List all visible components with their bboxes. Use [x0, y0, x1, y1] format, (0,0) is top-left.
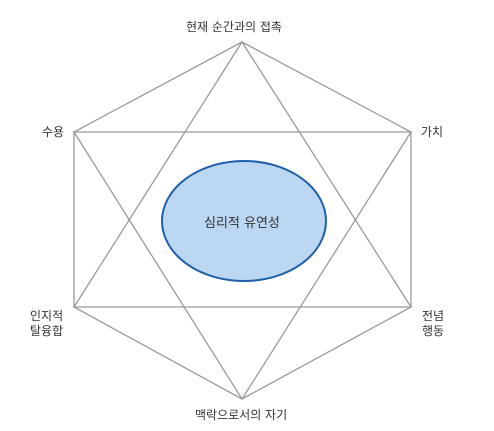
node-lower-right-label: 전념 행동 — [422, 309, 444, 339]
node-lower-left-label: 인지적 탈융합 — [30, 309, 63, 339]
node-upper-right-label: 가치 — [421, 125, 444, 139]
node-lower-right-line1: 전념 — [422, 309, 445, 323]
node-bottom-label: 맥락으로서의 자기 — [195, 408, 288, 422]
triangle-down — [72, 131, 413, 401]
triangle-up — [72, 40, 413, 308]
diagram-lines — [72, 40, 413, 401]
center-ellipse — [161, 160, 327, 282]
node-lower-left-line2: 탈융합 — [30, 324, 64, 338]
node-lower-right-line2: 행동 — [422, 324, 445, 338]
node-top-label: 현재 순간과의 접촉 — [186, 20, 282, 34]
node-lower-left-line1: 인지적 — [30, 309, 64, 323]
node-upper-left-label: 수용 — [42, 125, 65, 139]
center-label: 심리적 유연성 — [204, 216, 280, 231]
